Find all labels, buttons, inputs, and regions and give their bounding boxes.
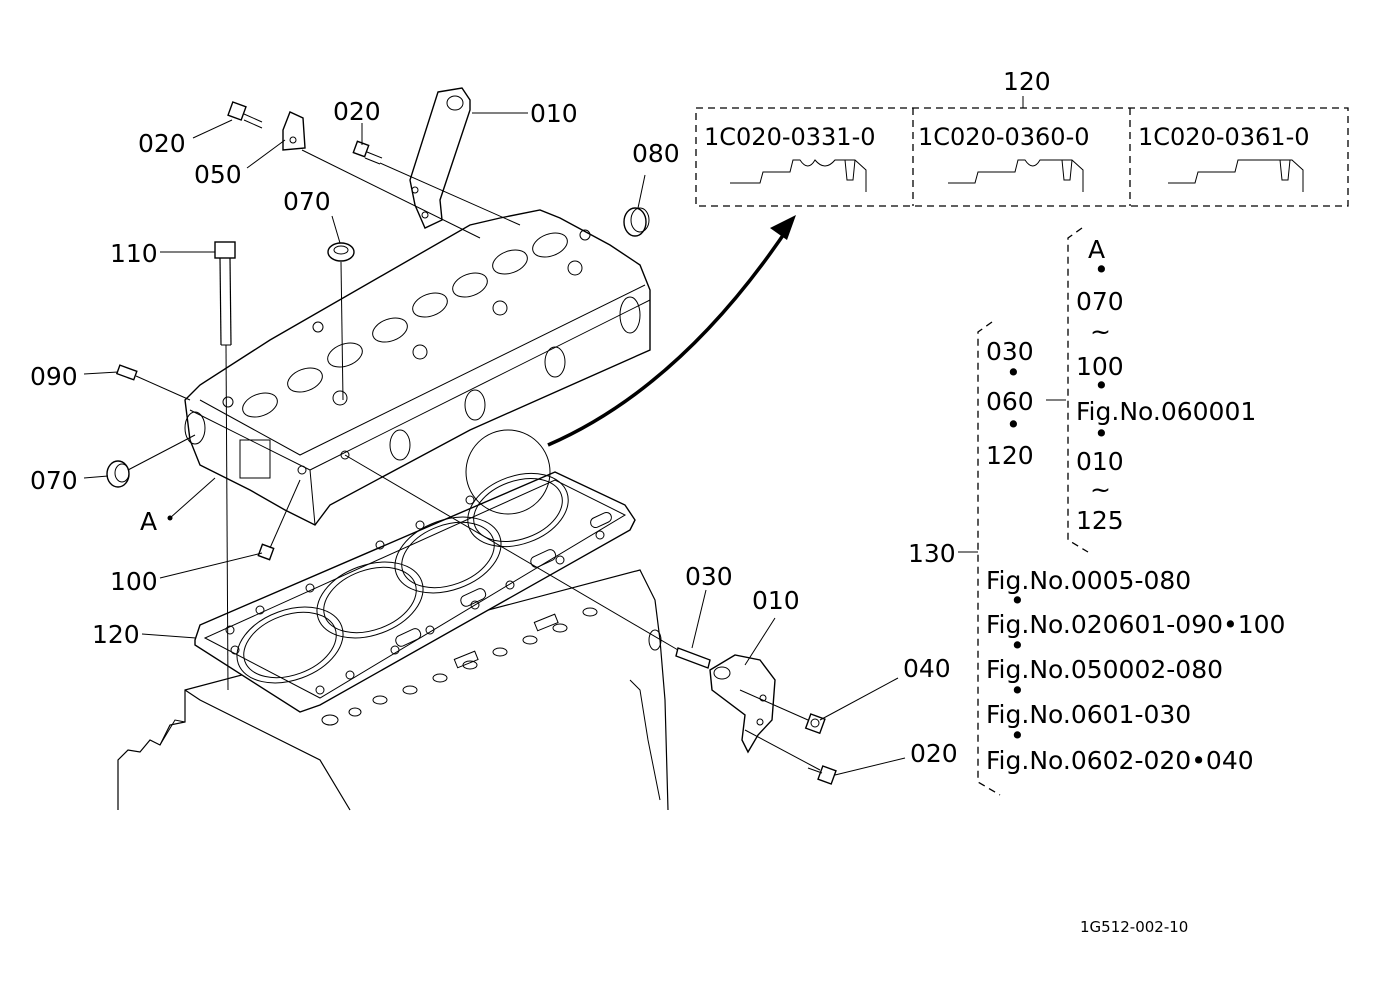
detail-arrow [547,215,796,447]
part-090-stud [115,364,138,381]
kit-figref-2: Fig.No.020601-090•100 [986,610,1285,639]
kit-sep-dot-9: • [1010,721,1025,750]
kit-figref-1: Fig.No.0005-080 [986,566,1191,595]
part-110-bolt [214,241,236,346]
part-010-hook-bottom [709,654,776,754]
part-100-plug [257,543,275,561]
callout-050: 050 [194,160,242,189]
leader-lines [83,112,906,776]
callout-120-left: 120 [92,620,140,649]
part-010-hook-top [409,87,471,229]
callout-070-top: 070 [283,187,331,216]
callout-020-top: 020 [333,97,381,126]
variant-profile-3 [1168,159,1304,192]
cylinder-head [184,209,651,526]
callout-020-bottom: 020 [910,739,958,768]
callout-010-bottom: 010 [752,586,800,615]
variant-profile-1 [730,159,867,192]
head-gasket [194,429,636,713]
kit-sep-dot-1: • [1006,358,1021,387]
variant-code-1: 1C020-0331-0 [704,123,876,151]
part-070-seal-top [327,242,355,262]
drawing-reference-number: 1G512-002-10 [1080,918,1188,936]
part-040-nut [804,713,826,735]
kit-figref-5: Fig.No.0602-020•040 [986,746,1254,775]
callout-020-top-left: 020 [138,129,186,158]
callout-110: 110 [110,239,158,268]
kit-sep-dot-4: • [1094,371,1109,400]
kit-tilde-1: ~ [1090,317,1111,346]
variant-group-label: 120 [1003,67,1051,96]
kit-sub-120: 120 [986,441,1034,470]
callout-010-top: 010 [530,99,578,128]
kit-a-010: 010 [1076,447,1124,476]
callout-a: A [140,507,157,536]
kit-a-label: A [1088,235,1105,264]
callout-090: 090 [30,362,78,391]
kit-figref-4: Fig.No.0601-030 [986,700,1191,729]
part-080-plug [623,207,650,237]
callout-030: 030 [685,562,733,591]
head-side-bosses [184,296,641,479]
callout-100: 100 [110,567,158,596]
variant-profile-2 [948,159,1084,192]
variant-code-3: 1C020-0361-0 [1138,123,1310,151]
detail-circle [465,429,551,515]
part-070-seal-left [106,460,130,488]
kit-tilde-2: ~ [1090,475,1111,504]
block-deck-holes [321,607,662,726]
gasket-holes [225,495,612,695]
part-020-bolt-top-left [227,101,263,129]
assembly-lines [127,149,821,771]
callout-070-left: 070 [30,466,78,495]
kit-sep-dot-3: • [1094,255,1109,284]
part-030-stud [675,647,711,669]
head-ports [222,229,591,418]
kit-a-070: 070 [1076,287,1124,316]
variant-code-2: 1C020-0360-0 [918,123,1090,151]
callout-labels: 020 050 020 010 080 070 110 090 070 A 10… [30,97,958,768]
kit-bracket: 130 030 • 060 • 120 A • 070 ~ 100 • Fig.… [908,227,1285,796]
kit-a-125: 125 [1076,506,1124,535]
part-050-clip [282,111,306,151]
kit-a-fig: Fig.No.060001 [1076,397,1256,426]
kit-sep-dot-7: • [1010,631,1025,660]
part-020-bolt-top [352,140,383,165]
kit-a-100: 100 [1076,352,1124,381]
kit-sub-030: 030 [986,337,1034,366]
kit-sep-dot-6: • [1010,586,1025,615]
kit-sub-060: 060 [986,387,1034,416]
kit-sep-dot-8: • [1010,676,1025,705]
kit-sep-dot-5: • [1094,419,1109,448]
kit-sep-dot-2: • [1006,410,1021,439]
callout-080: 080 [632,139,680,168]
part-020-bolt-bottom [807,765,837,785]
engine-block [117,569,669,811]
kit-figref-3: Fig.No.050002-080 [986,655,1223,684]
variant-box [695,107,1349,207]
a-point-dot [167,515,173,521]
callout-040: 040 [903,654,951,683]
kit-label: 130 [908,539,956,568]
gasket-variant-table: 120 1C020-0331-0 1C020-0360-0 1C020-0361… [695,67,1349,207]
